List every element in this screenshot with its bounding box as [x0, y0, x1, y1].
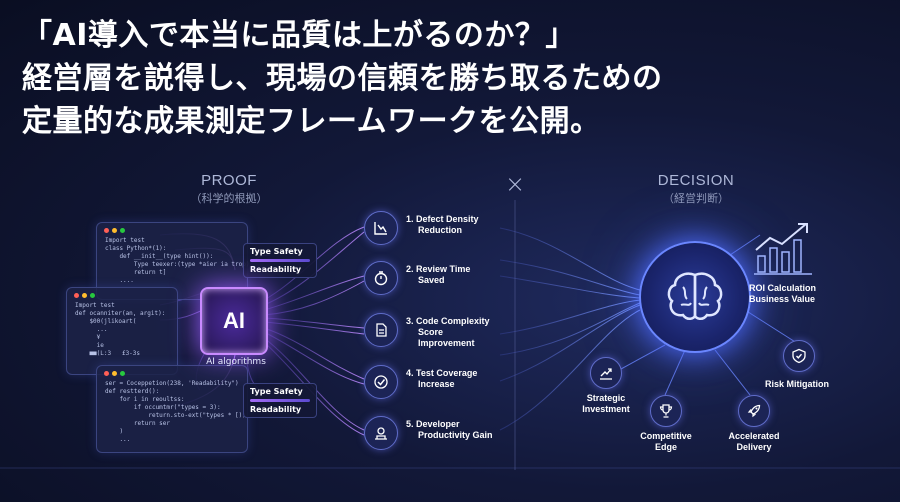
competitive-line: Edge [654, 442, 677, 452]
step-line: Productivity Gain [418, 430, 493, 440]
document-icon [364, 313, 398, 347]
brain-icon [639, 241, 751, 353]
proof-title: PROOF [201, 172, 257, 189]
step-text: 5. Developer Productivity Gain [406, 419, 493, 441]
step-test-coverage: 4. Test Coverage Increase [364, 365, 504, 401]
step-line: Increase [418, 379, 455, 389]
proof-subtitle: （科学的根拠） [190, 192, 268, 205]
step-defect-density: 1. Defect Density Reduction [364, 211, 504, 247]
tag-label-type-safety: Type Safety [250, 387, 303, 396]
stopwatch-icon [364, 261, 398, 295]
competitive-line: Competitive [640, 431, 692, 441]
trophy-icon [650, 395, 682, 427]
strategic-investment: Strategic Investment [576, 357, 636, 415]
tag-label-readability: Readability [250, 265, 302, 274]
headline-line-3: 定量的な成果測定フレームワークを公開。 [22, 104, 601, 139]
risk-mitigation [781, 340, 817, 372]
decision-title: DECISION [657, 172, 735, 189]
roi-line: ROI Calculation [749, 283, 817, 293]
window-dots [74, 293, 98, 300]
code-panel-3: ser = Coceppetion(238, 'Readability") de… [96, 365, 248, 453]
step-line: Reduction [418, 225, 462, 235]
step-line: 3. Code Complexity [406, 316, 490, 326]
ai-chip-label: AI algorithms [206, 357, 266, 367]
strategic-line: Investment [582, 404, 630, 414]
step-line: 4. Test Coverage [406, 368, 478, 378]
risk-mitigation-label: Risk Mitigation [765, 379, 830, 389]
step-line: 5. Developer [406, 419, 460, 429]
step-text: 1. Defect Density Reduction [406, 214, 479, 236]
strategic-label: Strategic Investment [576, 393, 636, 415]
ai-chip: AI [200, 287, 268, 355]
tag-label-readability: Readability [250, 405, 302, 414]
headline: 「AI導入で本当に品質は上がるのか？」 経営層を説得し、現場の信頼を勝ち取るため… [22, 14, 663, 143]
roi-chart-icon [752, 220, 814, 280]
headline-line-2: 経営層を説得し、現場の信頼を勝ち取るための [22, 61, 663, 96]
code-panel-2: Import test def ocanniter(an, argit): $0… [66, 287, 178, 375]
growth-chart-icon [590, 357, 622, 389]
tag-bar [250, 259, 310, 262]
step-text: 4. Test Coverage Increase [406, 368, 477, 390]
accelerated-delivery: Accelerated Delivery [722, 395, 786, 453]
roi-label: ROI Calculation Business Value [749, 283, 816, 305]
step-line: 1. Defect Density [406, 214, 479, 224]
accelerated-label: Accelerated Delivery [722, 431, 786, 453]
competitive-edge: Competitive Edge [636, 395, 696, 453]
separator-times: × [505, 170, 526, 198]
step-line: 2. Review Time [406, 264, 471, 274]
decision-subtitle: （経営判断） [663, 192, 729, 205]
step-line: Improvement [418, 338, 475, 348]
accelerated-line: Delivery [736, 442, 772, 452]
tag-label-type-safety: Type Safety [250, 247, 303, 256]
code-text: Import test class Python*(1): def __init… [105, 237, 250, 284]
window-dots [104, 371, 128, 378]
step-text: 3. Code Complexity Score Improvement [406, 316, 490, 349]
strategic-line: Strategic [586, 393, 626, 403]
chart-down-icon [364, 211, 398, 245]
checkmark-icon [364, 365, 398, 399]
step-developer-productivity: 5. Developer Productivity Gain [364, 416, 504, 452]
step-code-complexity: 3. Code Complexity Score Improvement [364, 313, 504, 349]
step-text: 2. Review Time Saved [406, 264, 470, 286]
window-dots [104, 228, 128, 235]
metric-tag: Type Safety Readability [243, 383, 317, 418]
shield-icon [783, 340, 815, 372]
developer-icon [364, 416, 398, 450]
step-line: Score [418, 327, 444, 337]
tag-bar [250, 399, 310, 402]
accelerated-line: Accelerated [728, 431, 780, 441]
step-line: Saved [418, 275, 445, 285]
step-review-time: 2. Review Time Saved [364, 261, 504, 297]
roi-line: Business Value [749, 294, 816, 304]
code-text: Import test def ocanniter(an, argit): $0… [75, 302, 166, 357]
competitive-label: Competitive Edge [636, 431, 696, 453]
rocket-icon [738, 395, 770, 427]
ai-chip-text: AI [223, 308, 245, 333]
headline-line-1: 「AI導入で本当に品質は上がるのか？」 [22, 18, 576, 53]
code-text: ser = Coceppetion(238, 'Readability") de… [105, 380, 246, 443]
metric-tag: Type Safety Readability [243, 243, 317, 278]
